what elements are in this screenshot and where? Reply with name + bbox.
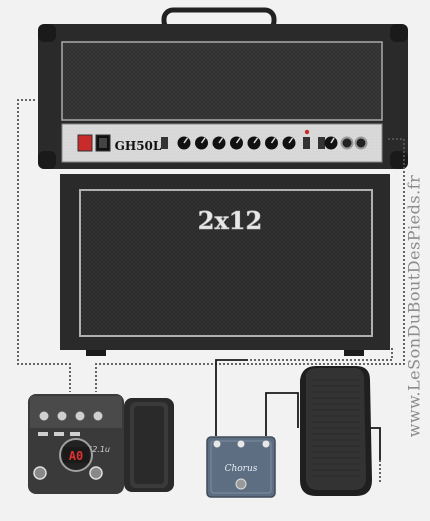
cable-amp-to-multifx-left — [17, 99, 71, 392]
multifx-knob-4[interactable] — [93, 411, 103, 421]
amp-knob-pointer — [253, 137, 259, 144]
amp-knob-pointer — [235, 137, 241, 144]
speaker-cabinet: 2x12 — [60, 174, 390, 356]
multifx-button-2[interactable] — [54, 432, 64, 436]
cable-to-chorus-input — [215, 359, 248, 436]
input-jack-2[interactable] — [354, 136, 368, 150]
multifx-knob-2[interactable] — [57, 411, 67, 421]
chorus-label: Chorus — [225, 464, 258, 474]
amp-model-label: GH50L — [115, 139, 162, 153]
mode-switch[interactable] — [303, 137, 310, 149]
amp-knob-pointer — [218, 137, 224, 144]
cabinet-grille — [79, 189, 373, 337]
cabinet-label: 2x12 — [198, 206, 262, 235]
cabinet-foot-left — [86, 350, 106, 356]
chorus-knob-3[interactable] — [262, 440, 270, 448]
channel-switch[interactable] — [161, 137, 168, 149]
cable-chorus-to-wah — [265, 392, 299, 436]
multifx-footswitch-left[interactable] — [33, 466, 47, 480]
multi-effect-pedal: G2.1u A0 — [28, 394, 174, 494]
chorus-body — [206, 436, 276, 498]
chorus-footswitch[interactable] — [235, 478, 247, 490]
amp-knob-pointer — [183, 137, 189, 144]
multifx-footswitch-right[interactable] — [89, 466, 103, 480]
chorus-knob-1[interactable] — [213, 440, 221, 448]
amp-knob-pointer — [288, 137, 294, 144]
boost-switch[interactable] — [318, 137, 325, 149]
chorus-pedal: Chorus — [206, 436, 276, 498]
chorus-knob-2[interactable] — [237, 440, 245, 448]
multifx-display — [63, 447, 89, 463]
cable-cabinet-to-chorus — [248, 348, 393, 361]
multifx-button-1[interactable] — [38, 432, 48, 436]
multifx-brand-label: G2.1u — [86, 445, 110, 454]
amp-knob-pointer — [200, 137, 206, 144]
amp-head: GH50L — [38, 7, 408, 169]
cabinet-foot-right — [344, 350, 364, 356]
amp-knob-pointer — [270, 137, 276, 144]
pilot-light — [304, 129, 310, 135]
multifx-knob-1[interactable] — [39, 411, 49, 421]
input-jack-1[interactable] — [340, 136, 354, 150]
amp-grille — [61, 41, 383, 121]
multifx-button-3[interactable] — [70, 432, 80, 436]
wah-pedal — [300, 366, 372, 496]
cable-amp-to-multifx-right — [95, 138, 405, 392]
multifx-display-value: A0 — [69, 449, 83, 463]
multifx-knob-3[interactable] — [75, 411, 85, 421]
watermark: www.LeSonDuBoutDesPieds.fr — [404, 174, 424, 438]
power-switch[interactable] — [77, 134, 93, 152]
